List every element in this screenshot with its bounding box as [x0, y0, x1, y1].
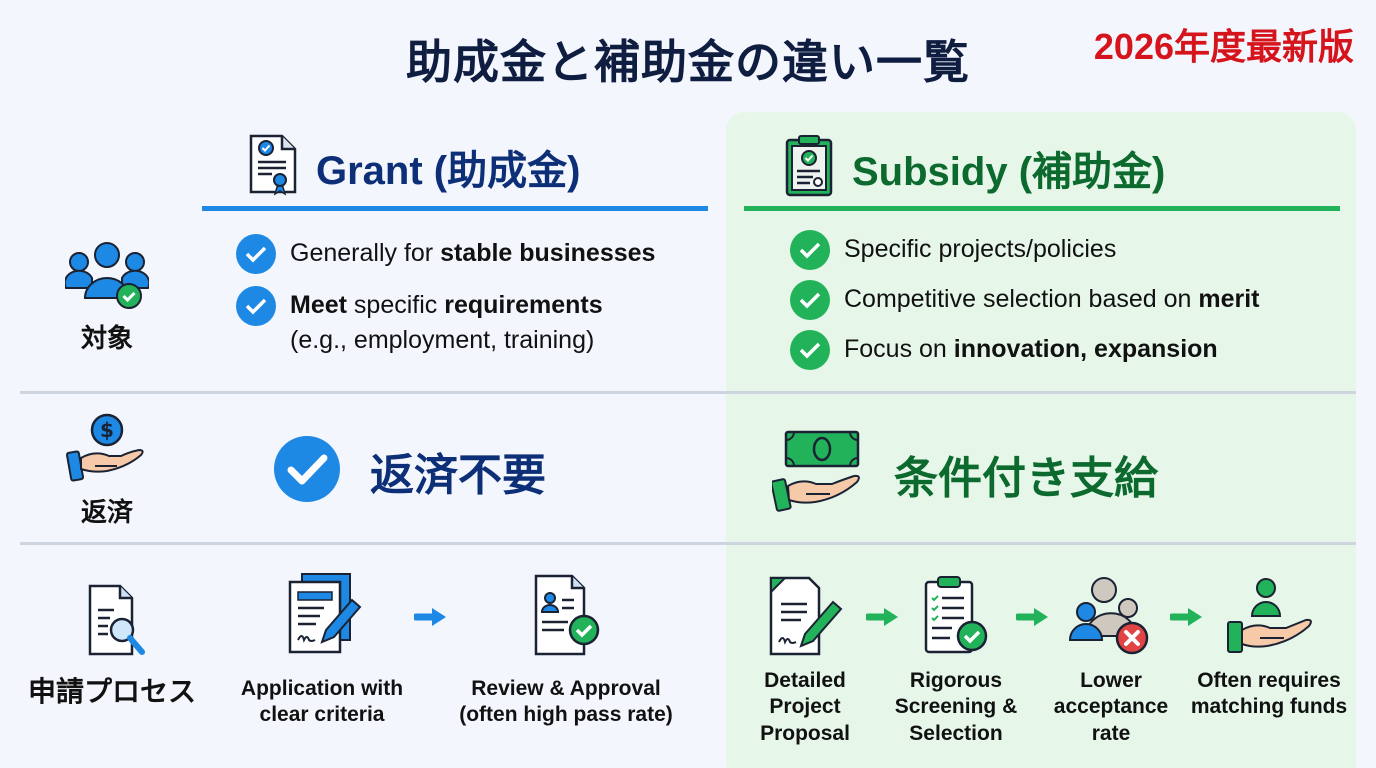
subsidy-step-4: Often requires matching funds	[1186, 576, 1352, 721]
row-divider	[20, 391, 1356, 394]
check-circle-icon	[790, 330, 830, 370]
row-label-process: 申請プロセス	[27, 675, 196, 708]
application-pen-icon	[278, 572, 366, 664]
subsidy-target-bullets: Specific projects/policies Competitive s…	[790, 230, 1260, 370]
grant-column-label: Grant (助成金)	[316, 149, 581, 193]
grant-underline	[202, 206, 708, 211]
clipboard-check-icon	[784, 134, 834, 202]
grant-repayment-value: 返済不要	[370, 450, 546, 501]
hand-coin-icon: $	[52, 412, 162, 484]
check-circle-icon	[790, 230, 830, 270]
subsidy-step-3: Lower acceptance rate	[1048, 576, 1174, 747]
list-item: Specific projects/policies	[790, 230, 1260, 270]
check-circle-icon	[790, 280, 830, 320]
document-approved-icon	[522, 572, 610, 664]
certificate-icon	[248, 134, 298, 200]
hand-cash-icon	[770, 430, 864, 518]
list-item: Competitive selection based on merit	[790, 280, 1260, 320]
row-label-repayment: 返済	[80, 498, 133, 528]
users-check-icon	[52, 240, 162, 310]
grant-step-1: Application with clear criteria	[222, 572, 422, 729]
page-title: 助成金と補助金の違い一覧	[406, 35, 970, 89]
subsidy-step-1: Detailed Project Proposal	[744, 576, 866, 747]
hand-person-icon	[1226, 576, 1312, 660]
grant-repayment: 返済不要	[274, 436, 546, 506]
list-item: Meet specific requirements (e.g., employ…	[236, 286, 655, 358]
row-label-target: 対象	[80, 324, 133, 354]
arrow-right-icon	[1014, 606, 1050, 632]
arrow-right-icon	[412, 606, 448, 632]
users-rejected-icon	[1068, 576, 1154, 660]
checklist-icon	[916, 576, 996, 660]
edition-badge: 2026年度最新版	[1093, 26, 1354, 67]
row-divider	[20, 542, 1356, 545]
list-item: Generally for stable businesses	[236, 234, 655, 274]
grant-target-bullets: Generally for stable businesses Meet spe…	[236, 234, 655, 358]
document-search-icon	[64, 582, 164, 662]
check-circle-icon	[236, 234, 276, 274]
subsidy-column-header: Subsidy (補助金)	[784, 134, 1165, 202]
subsidy-repayment-value: 条件付き支給	[894, 453, 1158, 504]
arrow-right-icon	[864, 606, 900, 632]
subsidy-underline	[744, 206, 1340, 211]
proposal-pen-icon	[761, 576, 849, 660]
subsidy-step-2: Rigorous Screening & Selection	[890, 576, 1022, 747]
check-circle-icon	[274, 436, 340, 506]
grant-step-2: Review & Approval (often high pass rate)	[448, 572, 684, 729]
subsidy-repayment: 条件付き支給	[770, 430, 1158, 518]
arrow-right-icon	[1168, 606, 1204, 632]
check-circle-icon	[236, 286, 276, 326]
subsidy-column-label: Subsidy (補助金)	[852, 150, 1166, 194]
svg-text:$: $	[100, 418, 114, 442]
list-item: Focus on innovation, expansion	[790, 330, 1260, 370]
grant-column-header: Grant (助成金)	[248, 134, 580, 200]
